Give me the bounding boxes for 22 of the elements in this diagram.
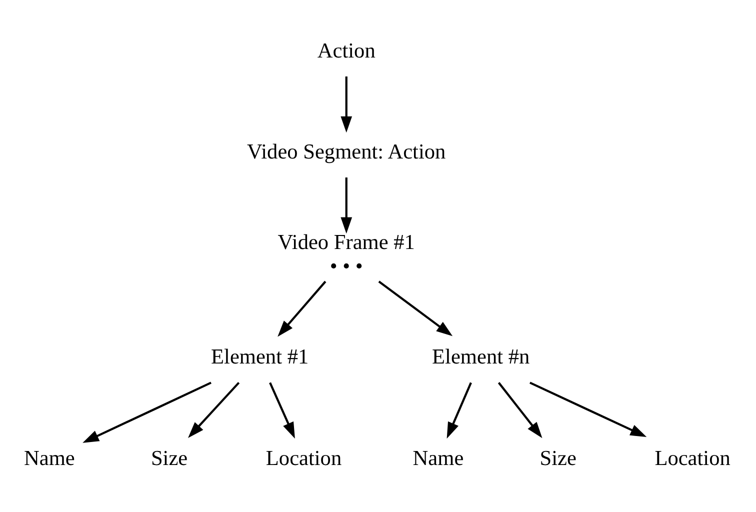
node-text: Location (654, 446, 730, 470)
node-text: Location (266, 446, 342, 470)
arrow (188, 382, 240, 438)
arrow (278, 280, 326, 337)
node-label: • • • (330, 254, 363, 278)
arrow (340, 177, 352, 234)
arrow (530, 382, 647, 437)
node-text: Name (24, 446, 75, 470)
arrow (498, 382, 542, 438)
node-text: Video Frame #1 (278, 230, 415, 254)
arrow (378, 280, 453, 336)
arrow (82, 382, 212, 443)
arrow (446, 382, 472, 439)
node-text: Size (150, 446, 188, 470)
node-text: Size (540, 446, 576, 470)
node-text: Name (412, 446, 464, 470)
node-text: Element #n (432, 344, 530, 369)
arrow (269, 382, 295, 439)
arrow (340, 76, 352, 133)
node-text: Element #1 (211, 344, 309, 369)
node-text: Video Segment: Action (247, 140, 446, 164)
node-text: Action (317, 38, 376, 62)
